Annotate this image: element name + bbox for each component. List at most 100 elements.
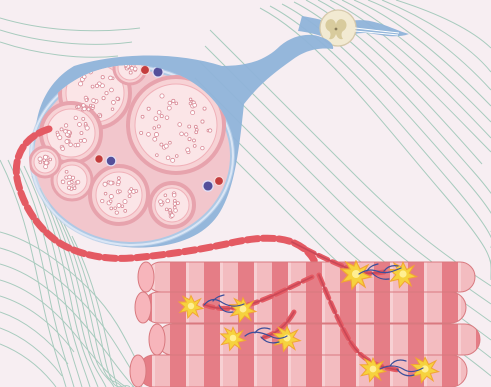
axon-dot [79, 82, 83, 86]
axon-dot [116, 97, 119, 100]
axon-dot [189, 102, 192, 105]
axon-dot [168, 101, 172, 105]
axon-dot [60, 128, 63, 131]
axon-dot [191, 111, 195, 115]
axon-dot [175, 155, 178, 158]
axon-dot [82, 104, 86, 108]
axon-dot [74, 116, 77, 119]
axon-dot [92, 105, 95, 108]
axon-dot [173, 202, 176, 205]
axon-dot [44, 165, 48, 169]
axon-dot [128, 195, 131, 198]
axon-dot [43, 155, 47, 159]
axon-dot [117, 180, 120, 183]
axon-dot [157, 111, 161, 115]
axon-dot [65, 170, 68, 173]
axon-dot [123, 200, 127, 204]
artery-3 [215, 177, 224, 186]
artery-2 [95, 155, 104, 164]
axon-dot [141, 115, 144, 118]
central-canal [335, 28, 338, 31]
fascicle-5 [90, 166, 148, 224]
axon-dot [160, 94, 164, 98]
axon-dot [79, 139, 82, 142]
axon-dot [157, 125, 160, 128]
axon-dot [109, 200, 112, 203]
axon-dot [175, 102, 178, 105]
axon-dot [180, 132, 184, 136]
axon-dot [165, 208, 168, 211]
axon-dot [109, 76, 113, 80]
axon-dot [159, 200, 163, 204]
axon-dot [188, 125, 191, 128]
axon-dot [173, 206, 176, 209]
axon-dot [194, 125, 197, 128]
axon-dot [171, 158, 175, 162]
axon-dot [76, 143, 80, 147]
axon-dot [58, 136, 62, 140]
axon-dot [156, 154, 159, 157]
axon-dot [135, 190, 138, 193]
axon-dot [172, 193, 176, 197]
axon-dot [193, 103, 197, 107]
axon-dot [49, 158, 52, 161]
axon-dot [67, 130, 71, 134]
axon-dot [110, 88, 114, 92]
axon-dot [189, 98, 192, 101]
axon-dot [173, 199, 176, 202]
axon-dot [61, 180, 65, 184]
axon-dot [160, 115, 163, 118]
axon-dot [103, 182, 107, 186]
axon-dot [153, 137, 157, 141]
axon-dot [84, 122, 87, 125]
axon-dot [85, 126, 89, 130]
axon-dot [111, 100, 115, 104]
axon-dot [172, 99, 175, 102]
axon-dot [165, 116, 169, 120]
axon-dot [104, 192, 107, 195]
axon-dot [83, 107, 87, 111]
axon-dot [38, 157, 42, 161]
axon-dot [124, 209, 127, 212]
axon-dot [114, 207, 117, 210]
axon-dot [61, 147, 65, 151]
axon-dot [129, 71, 132, 74]
axon-dot [185, 133, 188, 136]
axon-dot [95, 84, 98, 87]
axon-dot [178, 123, 182, 127]
axon-dot [170, 214, 174, 218]
axon-dot [201, 120, 204, 123]
axon-dot [147, 133, 151, 137]
axon-dot [115, 211, 118, 214]
axon-dot [169, 141, 172, 144]
axon-dot [188, 138, 191, 141]
axon-dot [92, 99, 96, 103]
axon-dot [101, 76, 104, 79]
axon-dot [64, 124, 67, 127]
axon-dot [82, 139, 86, 143]
axon-dot [105, 92, 108, 95]
axon-dot [73, 187, 76, 190]
axon-dot [154, 132, 158, 136]
axon-dot [69, 143, 73, 147]
axon-dot [68, 175, 72, 179]
axon-dot [111, 108, 114, 111]
axon-dot [147, 107, 150, 110]
axon-dot [64, 130, 68, 134]
axon-dot [130, 66, 134, 70]
axon-dot [167, 106, 171, 110]
axon-dot [87, 108, 90, 111]
axon-dot [201, 146, 205, 150]
vein-2 [106, 156, 116, 166]
muscle-fiber-3 [149, 324, 480, 355]
axon-dot [166, 199, 170, 203]
axon-dot [85, 99, 88, 102]
axon-dot [82, 117, 85, 120]
axon-dot [91, 85, 94, 88]
axon-dot [101, 199, 104, 202]
artery-1 [140, 65, 149, 74]
axon-dot [65, 140, 69, 144]
axon-dot [109, 181, 113, 185]
axon-dot [77, 105, 80, 108]
